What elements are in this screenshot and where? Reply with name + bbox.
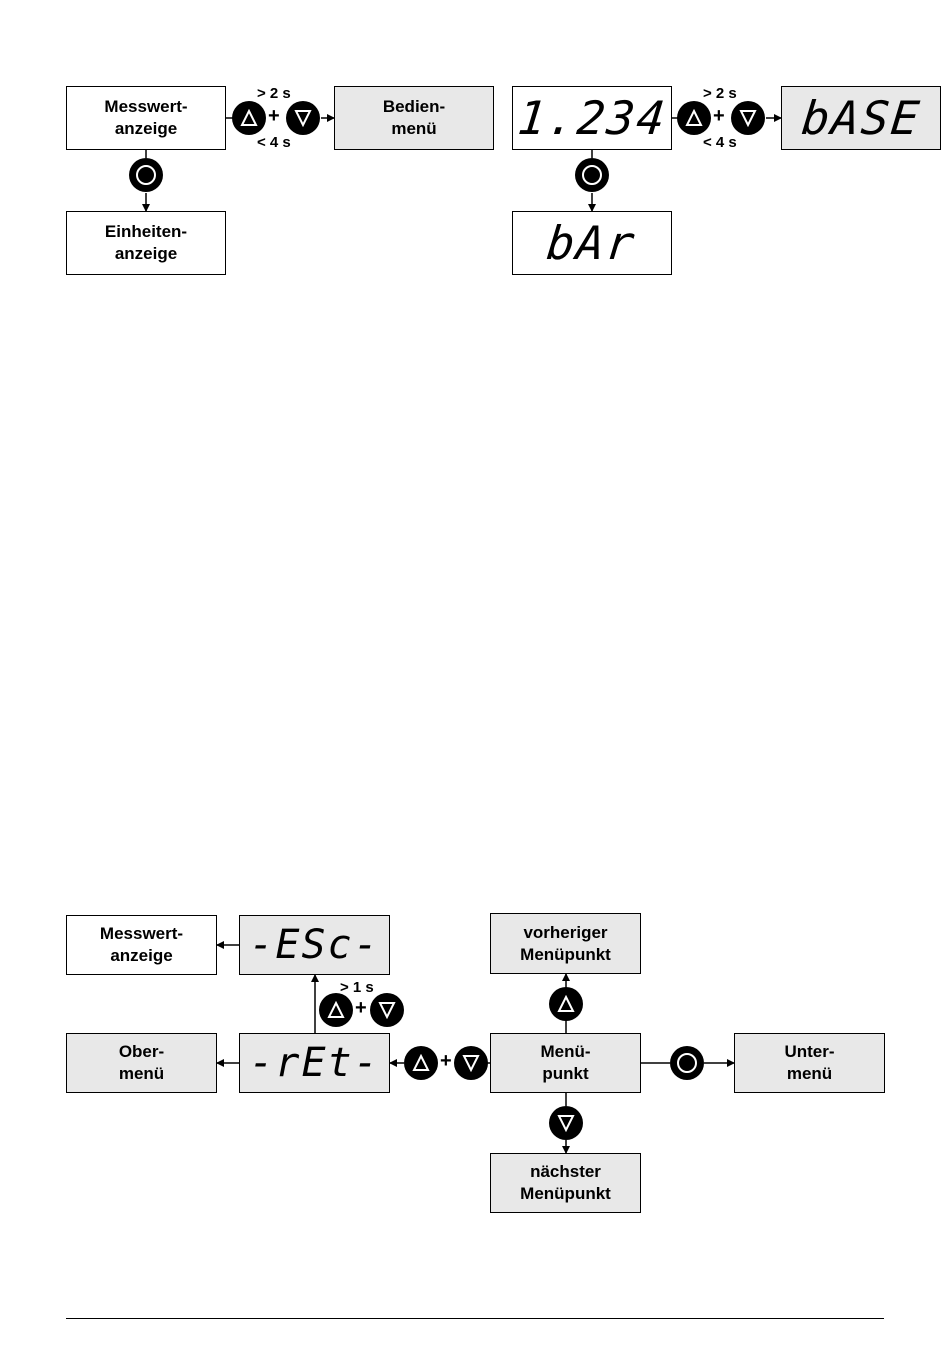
hold-max-time-right: < 4 s (703, 134, 737, 151)
previous-item-label: vorheriger Menüpunkt (520, 922, 611, 966)
operating-menu-box: Bedien- menü (334, 86, 494, 150)
down-button-icon (370, 993, 404, 1027)
top-menu-box: Ober- menü (66, 1033, 217, 1093)
next-item-label: nächster Menüpunkt (520, 1161, 611, 1205)
menu-item-box: Menü- punkt (490, 1033, 641, 1093)
measure-display-box-bottom: Messwert- anzeige (66, 915, 217, 975)
sub-menu-label: Unter- menü (784, 1041, 834, 1085)
enter-button-icon (575, 158, 609, 192)
down-button-icon (731, 101, 765, 135)
unit-display-box: bAr (512, 211, 672, 275)
up-button-icon (232, 101, 266, 135)
menu-item-label: Menü- punkt (540, 1041, 590, 1085)
enter-button-icon (129, 158, 163, 192)
hold-max-time: < 4 s (257, 134, 291, 151)
up-button-icon (549, 987, 583, 1021)
ret-display-box: -rEt- (239, 1033, 390, 1093)
plus-sign: + (440, 1050, 452, 1073)
esc-display-text: -ESc- (249, 922, 379, 968)
units-display-label: Einheiten- anzeige (105, 221, 187, 265)
previous-item-box: vorheriger Menüpunkt (490, 913, 641, 974)
plus-sign: + (355, 997, 367, 1020)
sub-menu-box: Unter- menü (734, 1033, 885, 1093)
plus-sign: + (268, 105, 280, 128)
hold-min-time-right: > 2 s (703, 85, 737, 102)
units-display-box: Einheiten- anzeige (66, 211, 226, 275)
down-button-icon (454, 1046, 488, 1080)
measure-display-box: Messwert- anzeige (66, 86, 226, 150)
footer-rule (66, 1318, 884, 1319)
up-button-icon (319, 993, 353, 1027)
ret-display-text: -rEt- (249, 1040, 379, 1086)
operating-menu-label: Bedien- menü (383, 96, 445, 140)
value-display-box: 1.234 (512, 86, 672, 150)
enter-button-icon (670, 1046, 704, 1080)
measure-display-label: Messwert- anzeige (104, 96, 187, 140)
next-item-box: nächster Menüpunkt (490, 1153, 641, 1213)
base-display-box: bASE (781, 86, 941, 150)
down-button-icon (549, 1106, 583, 1140)
base-display-text: bASE (799, 91, 923, 145)
down-button-icon (286, 101, 320, 135)
up-button-icon (677, 101, 711, 135)
value-display-text: 1.234 (515, 91, 669, 145)
hold-time-label: > 1 s (340, 979, 374, 996)
up-button-icon (404, 1046, 438, 1080)
hold-min-time: > 2 s (257, 85, 291, 102)
esc-display-box: -ESc- (239, 915, 390, 975)
unit-display-text: bAr (545, 216, 640, 270)
plus-sign: + (713, 105, 725, 128)
measure-display-label-bottom: Messwert- anzeige (100, 923, 183, 967)
top-menu-label: Ober- menü (119, 1041, 164, 1085)
